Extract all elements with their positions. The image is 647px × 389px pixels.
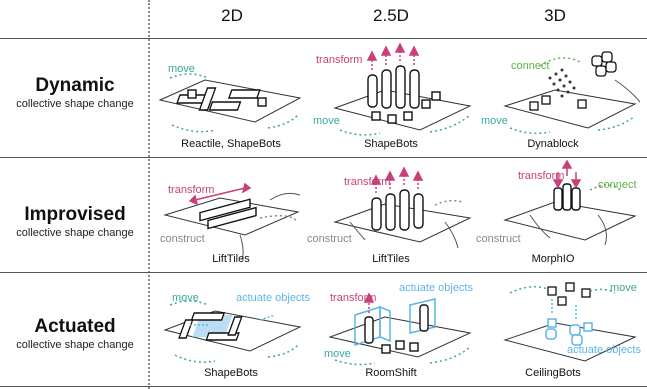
- label-move: move: [313, 115, 340, 127]
- illustration-improvised-3d: [503, 160, 637, 246]
- caption-shapebots: ShapeBots: [364, 138, 418, 150]
- caption-morphio: MorphIO: [531, 253, 575, 265]
- header-divider: [0, 38, 647, 39]
- row-title-improvised: Improvised collective shape change: [0, 204, 150, 240]
- row-title-dynamic: Dynamic collective shape change: [0, 75, 150, 111]
- row-title: Dynamic: [35, 75, 115, 96]
- label-move: move: [168, 63, 195, 75]
- column-divider: [148, 0, 150, 389]
- caption-lifttiles: LiftTiles: [372, 253, 410, 265]
- row-title: Actuated: [34, 316, 116, 337]
- illustration-dynamic-2d: [158, 73, 302, 133]
- label-actuate-objects: actuate objects: [567, 344, 641, 356]
- illustration-improvised-2-5d: [333, 166, 472, 249]
- label-connect: connect: [511, 60, 550, 72]
- caption-shapebots: ShapeBots: [204, 367, 258, 379]
- row-subtitle: collective shape change: [16, 227, 134, 239]
- row-title-actuated: Actuated collective shape change: [0, 316, 150, 352]
- label-move: move: [481, 115, 508, 127]
- label-transform: transform: [518, 170, 565, 182]
- label-move: move: [324, 348, 351, 360]
- caption-roomshift: RoomShift: [365, 367, 417, 379]
- bottom-divider: [0, 386, 647, 387]
- label-transform: transform: [316, 54, 363, 66]
- caption-reactile-shapebots: Reactile, ShapeBots: [181, 138, 281, 150]
- label-construct: construct: [160, 233, 205, 245]
- label-transform: transform: [168, 184, 215, 196]
- illustration-actuated-2d: [163, 300, 302, 363]
- label-transform: transform: [344, 176, 391, 188]
- row-title: Improvised: [24, 204, 126, 225]
- label-construct: construct: [476, 233, 521, 245]
- caption-dynablock: Dynablock: [527, 138, 579, 150]
- column-header-3d: 3D: [544, 6, 566, 25]
- illustration-improvised-2d: [163, 182, 301, 261]
- column-header-2d: 2D: [221, 6, 243, 25]
- row-subtitle: collective shape change: [16, 339, 134, 351]
- label-actuate-objects: actuate objects: [236, 292, 310, 304]
- row-subtitle: collective shape change: [16, 98, 134, 110]
- illustration-dynamic-3d: [503, 51, 641, 135]
- illustration-dynamic-2-5d: [333, 42, 472, 136]
- illustration-actuated-3d: [503, 282, 637, 362]
- row-divider-2: [0, 272, 647, 273]
- label-transform: transform: [330, 292, 377, 304]
- label-construct: construct: [307, 233, 352, 245]
- illustration-actuated-2-5d: [328, 292, 472, 366]
- row-divider-1: [0, 157, 647, 158]
- column-header-2-5d: 2.5D: [373, 6, 409, 25]
- caption-ceilingbots: CeilingBots: [525, 367, 581, 379]
- label-move: move: [172, 292, 199, 304]
- label-connect: connect: [598, 179, 637, 191]
- label-actuate-objects: actuate objects: [399, 282, 473, 294]
- caption-lifttiles: LiftTiles: [212, 253, 250, 265]
- label-move: move: [610, 282, 637, 294]
